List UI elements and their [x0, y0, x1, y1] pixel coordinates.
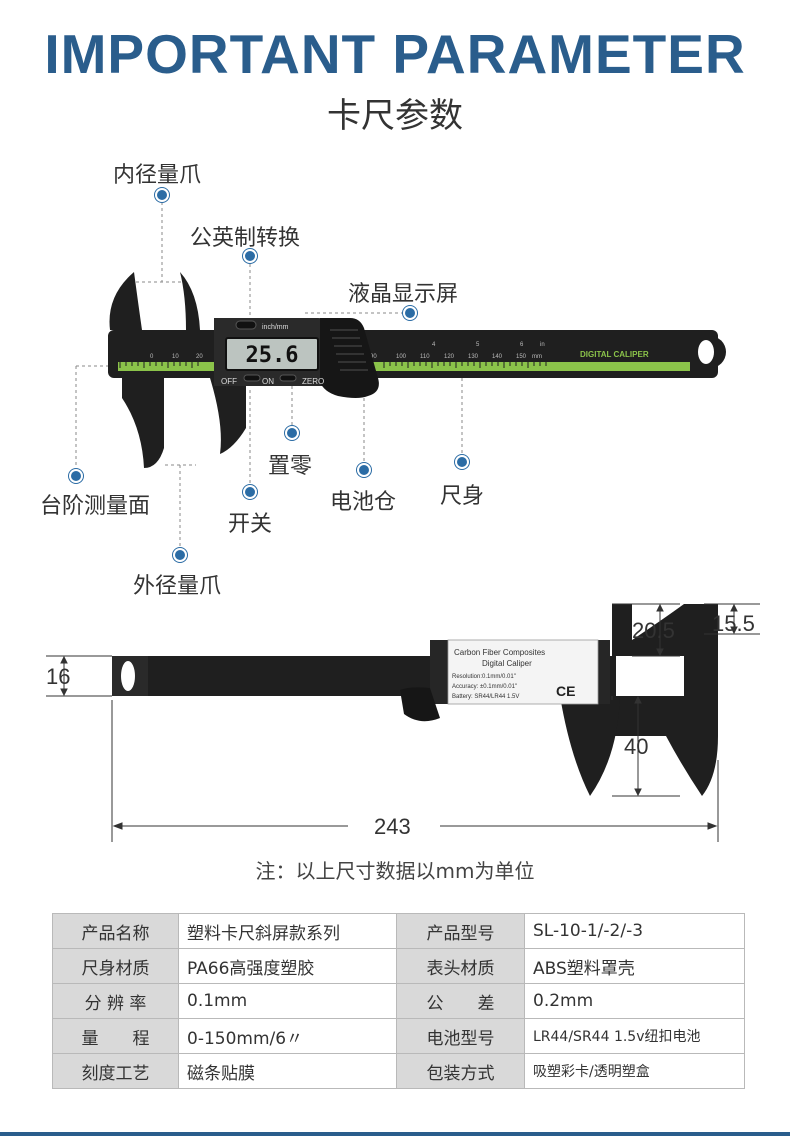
scale-strip	[118, 362, 690, 371]
spec-value: 0.1mm	[178, 983, 397, 1019]
spec-key: 产品型号	[396, 913, 525, 949]
dim-outer-jaw: 40	[624, 734, 649, 759]
spec-table: 产品名称 塑料卡尺斜屏款系列 产品型号 SL-10-1/-2/-3 尺身材质 P…	[52, 913, 745, 1089]
back-label	[447, 639, 599, 705]
callout-zero: 置零	[268, 454, 313, 479]
on-label: ON	[262, 377, 274, 386]
inch-number: 6	[520, 342, 524, 348]
callout-dot	[175, 550, 185, 560]
spec-key: 量 程	[52, 1018, 179, 1054]
page-title: IMPORTANT PARAMETER	[44, 23, 746, 85]
callout-ruler-body: 尺身	[440, 484, 485, 509]
inch-number: 4	[432, 342, 436, 348]
spec-value: 吸塑彩卡/透明塑盒	[524, 1053, 745, 1089]
callout-dot	[71, 471, 81, 481]
spec-key: 表头材质	[396, 948, 525, 984]
outer-jaw-moving	[210, 378, 246, 454]
unit-button-label: inch/mm	[262, 324, 289, 331]
spec-key: 刻度工艺	[52, 1053, 179, 1089]
scale-number: 90	[370, 354, 377, 360]
inner-jaw-moving	[180, 272, 200, 330]
back-moving-jaw	[560, 696, 620, 796]
callout-battery-box: 电池仓	[330, 490, 397, 515]
table-row: 分 辨 率 0.1mm 公 差 0.2mm	[52, 983, 745, 1019]
scale-number: 130	[468, 354, 479, 360]
scale-number: 120	[444, 354, 455, 360]
lcd-screen	[225, 337, 319, 371]
callout-dot	[457, 457, 467, 467]
callout-outer-jaw: 外径量爪	[133, 574, 222, 599]
spec-value: LR44/SR44 1.5v纽扣电池	[524, 1018, 745, 1054]
scale-number: 10	[172, 354, 179, 360]
spec-value: 磁条贴膜	[178, 1053, 397, 1089]
callout-step-face: 台阶测量面	[40, 494, 151, 519]
scale-number: 20	[196, 354, 203, 360]
spec-value: 0.2mm	[524, 983, 745, 1019]
dim-head-height: 15.5	[712, 611, 755, 636]
scale-number: 150	[516, 354, 527, 360]
callout-dot	[287, 428, 297, 438]
spec-value: 0-150mm/6〃	[178, 1018, 397, 1054]
callout-dot	[359, 465, 369, 475]
spec-key: 电池型号	[396, 1018, 525, 1054]
scale-number: 0	[150, 354, 154, 360]
label-line3: Resolution:0.1mm/0.01"	[452, 674, 516, 680]
page-subtitle: 卡尺参数	[327, 96, 463, 136]
scale-number: 140	[492, 354, 503, 360]
table-row: 刻度工艺 磁条贴膜 包装方式 吸塑彩卡/透明塑盒	[52, 1053, 745, 1089]
callout-inner-jaw: 内径量爪	[113, 163, 202, 188]
spec-key: 包装方式	[396, 1053, 525, 1089]
caliper-front-illustration: 0 10 20 90 100 110 120 130 140 150 mm 4 …	[75, 196, 726, 555]
table-row: 尺身材质 PA66高强度塑胶 表头材质 ABS塑料罩壳	[52, 948, 745, 984]
callout-unit-switch: 公英制转换	[190, 226, 301, 251]
spec-value: ABS塑料罩壳	[524, 948, 745, 984]
scale-number: mm	[532, 354, 542, 360]
spec-value: PA66高强度塑胶	[178, 948, 397, 984]
callout-dot	[405, 308, 415, 318]
spec-key: 尺身材质	[52, 948, 179, 984]
callout-dot	[245, 487, 255, 497]
label-line5: Battery: SR44/LR44 1.5V	[452, 694, 519, 700]
callout-power: 开关	[228, 512, 273, 537]
scale-number: 100	[396, 354, 407, 360]
scale-number: 110	[420, 354, 430, 360]
unit-note: 注：以上尺寸数据以mm为单位	[255, 859, 535, 883]
lcd-value: 25.6	[246, 343, 299, 368]
spec-key: 公 差	[396, 983, 525, 1019]
callout-lcd: 液晶显示屏	[348, 282, 459, 307]
dim-thickness: 16	[46, 664, 71, 689]
spec-key: 分 辨 率	[52, 983, 179, 1019]
spec-key: 产品名称	[52, 913, 179, 949]
table-row: 产品名称 塑料卡尺斜屏款系列 产品型号 SL-10-1/-2/-3	[52, 913, 745, 949]
zero-label: ZERO	[302, 377, 324, 386]
inch-number: in	[540, 342, 545, 348]
callout-dot	[157, 190, 167, 200]
caliper-back-dimension-drawing: Carbon Fiber Composites Digital Caliper …	[46, 603, 760, 842]
spec-value: 塑料卡尺斜屏款系列	[178, 913, 397, 949]
ce-mark: CE	[556, 683, 575, 699]
dim-inner-jaw: 20.5	[632, 618, 675, 643]
label-line4: Accuracy: ±0.1mm/0.01"	[452, 684, 517, 690]
dim-total-length: 243	[374, 814, 411, 839]
label-line1: Carbon Fiber Composites	[454, 648, 545, 657]
off-label: OFF	[221, 377, 237, 386]
outer-jaw-fixed	[122, 378, 164, 468]
inch-number: 5	[476, 342, 480, 348]
callout-dot	[245, 251, 255, 261]
footer-bar	[0, 1132, 790, 1136]
inner-jaw-fixed	[109, 272, 142, 330]
label-line2: Digital Caliper	[482, 659, 532, 668]
caliper-brand: DIGITAL CALIPER	[580, 350, 649, 359]
spec-value: SL-10-1/-2/-3	[524, 913, 745, 949]
table-row: 量 程 0-150mm/6〃 电池型号 LR44/SR44 1.5v纽扣电池	[52, 1018, 745, 1054]
